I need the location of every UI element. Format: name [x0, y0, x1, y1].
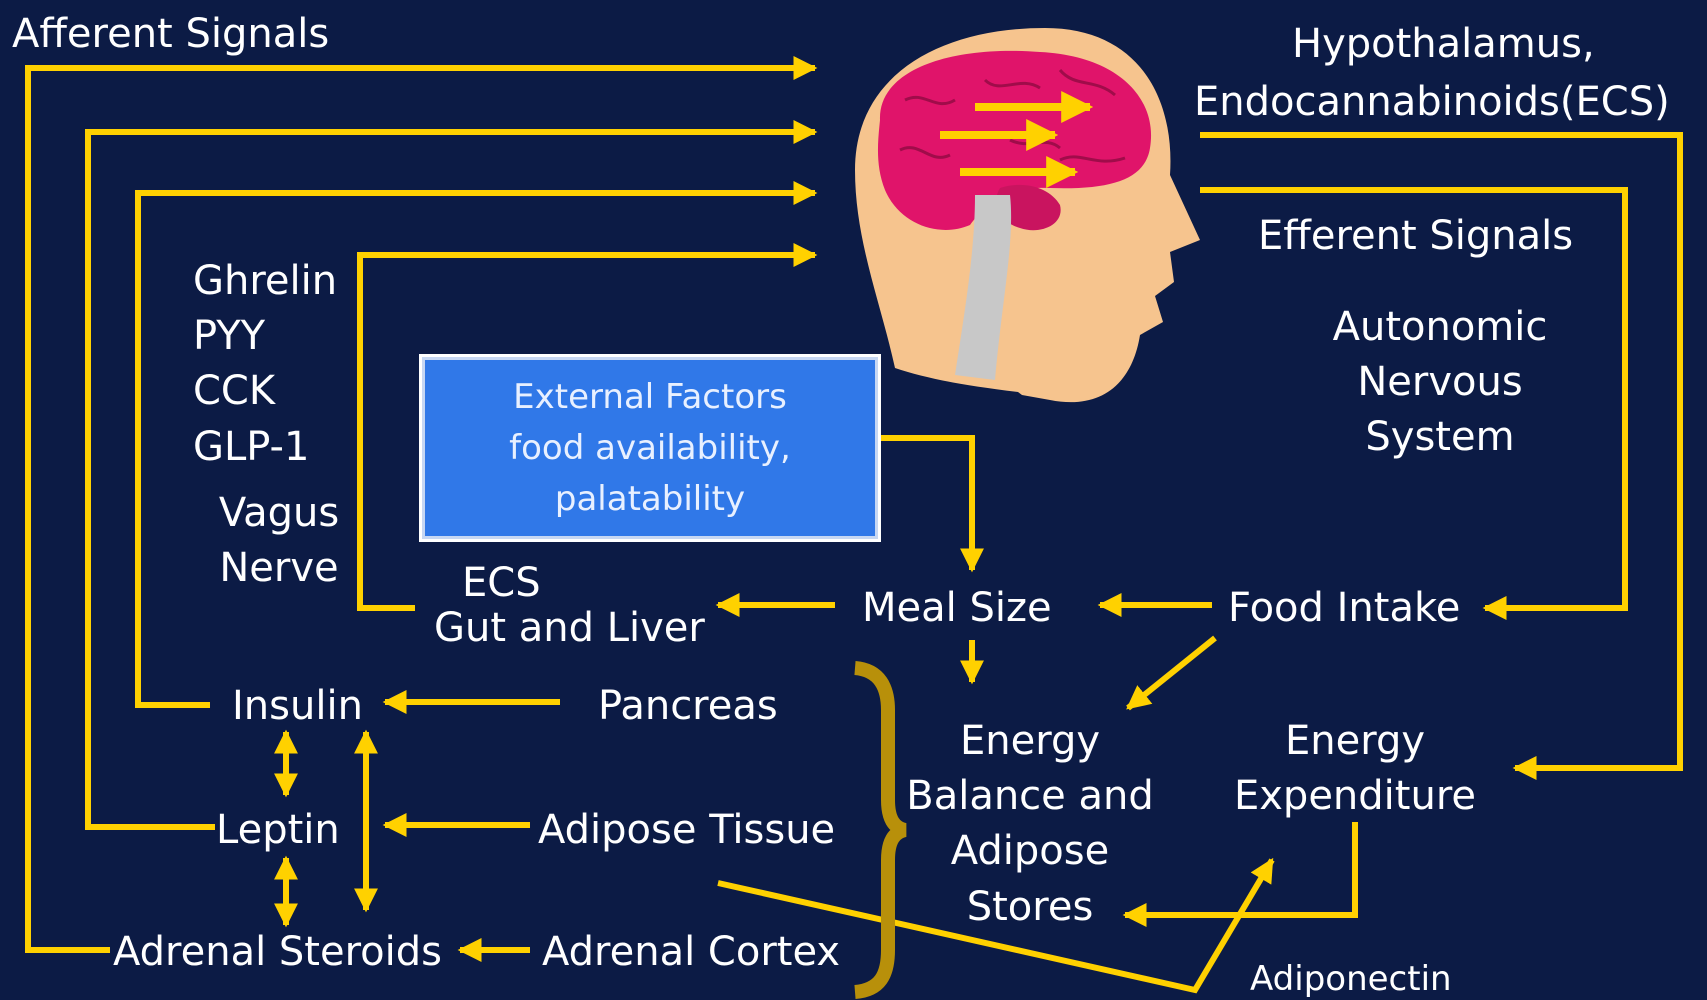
- energy-balance-label: Energy Balance and Adipose Stores: [895, 714, 1165, 935]
- autonomic-nervous-system-label: Autonomic Nervous System: [1310, 300, 1570, 466]
- vagus-line-1: Vagus: [198, 486, 360, 541]
- head-illustration: [855, 28, 1200, 402]
- ecs-label: ECS: [462, 563, 541, 603]
- external-line-1: External Factors: [513, 372, 787, 423]
- insulin-label: Insulin: [232, 686, 363, 726]
- energy-expenditure-line-2: Expenditure: [1220, 769, 1490, 824]
- gut-hormones-list: Ghrelin PYY CCK GLP-1: [193, 254, 337, 475]
- endocannabinoids-label: Endocannabinoids(ECS): [1194, 82, 1670, 122]
- pancreas-label: Pancreas: [598, 686, 778, 726]
- external-factors-box: External Factors food availability, pala…: [422, 357, 878, 539]
- energy-balance-line-1: Energy: [895, 714, 1165, 769]
- ans-line-3: System: [1310, 410, 1570, 465]
- arrow-food-to-energy: [1128, 638, 1215, 708]
- external-line-3: palatability: [555, 474, 745, 525]
- food-intake-label: Food Intake: [1228, 588, 1460, 628]
- gut-liver-label: Gut and Liver: [434, 608, 705, 648]
- energy-expenditure-label: Energy Expenditure: [1220, 714, 1490, 824]
- ans-line-1: Autonomic: [1310, 300, 1570, 355]
- energy-balance-line-3: Adipose: [895, 824, 1165, 879]
- hormone-ghrelin: Ghrelin: [193, 254, 337, 309]
- adrenal-steroids-label: Adrenal Steroids: [113, 932, 442, 972]
- energy-balance-line-2: Balance and: [895, 769, 1165, 824]
- external-line-2: food availability,: [509, 423, 791, 474]
- adipose-tissue-label: Adipose Tissue: [538, 810, 835, 850]
- adrenal-cortex-label: Adrenal Cortex: [542, 932, 840, 972]
- arrow-external-to-meal: [880, 438, 972, 570]
- hormone-cck: CCK: [193, 364, 337, 419]
- vagus-nerve-label: Vagus Nerve: [198, 486, 360, 596]
- vagus-line-2: Nerve: [198, 541, 360, 596]
- efferent-signals-label: Efferent Signals: [1258, 216, 1573, 256]
- hormone-pyy: PYY: [193, 309, 337, 364]
- afferent-signals-label: Afferent Signals: [12, 14, 329, 54]
- ans-line-2: Nervous: [1310, 355, 1570, 410]
- energy-balance-line-4: Stores: [895, 880, 1165, 935]
- hypothalamus-label: Hypothalamus,: [1292, 24, 1595, 64]
- meal-size-label: Meal Size: [862, 588, 1052, 628]
- leptin-label: Leptin: [216, 810, 340, 850]
- hormone-glp1: GLP-1: [193, 420, 337, 475]
- adiponectin-label: Adiponectin: [1250, 962, 1452, 996]
- energy-expenditure-line-1: Energy: [1220, 714, 1490, 769]
